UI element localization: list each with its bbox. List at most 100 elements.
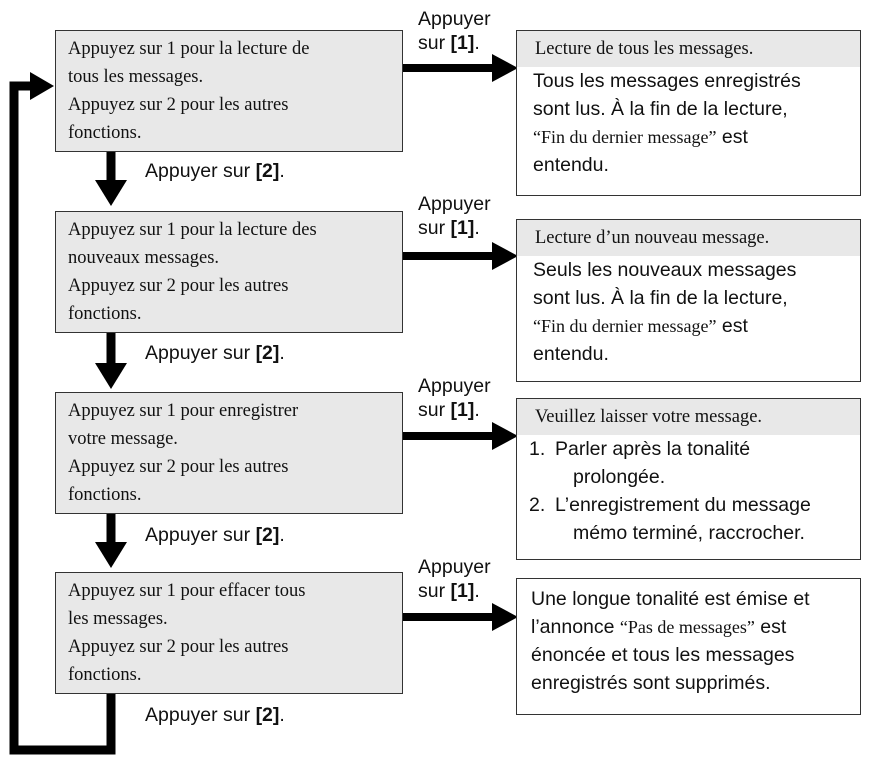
option-line: fonctions. (68, 304, 142, 324)
press-label-text: . (474, 399, 480, 421)
option-line: fonctions. (68, 665, 142, 685)
result-line: Tous les messages enregistrés (533, 70, 801, 92)
result-body: 1. Parler après la tonalité prolongée. 2… (517, 435, 860, 547)
result-quote: “Pas de messages” (619, 617, 755, 637)
option-line: Appuyez sur 2 pour les autres (68, 276, 289, 296)
press-label-text: Appuyer sur (145, 160, 256, 182)
list-item-line: mémo terminé, raccrocher. (573, 522, 805, 544)
press-label-key: [1] (450, 217, 475, 239)
press-label-word: Appuyer (418, 8, 491, 30)
result-line: sont lus. À la fin de la lecture, (533, 98, 788, 120)
press-label-text: . (279, 160, 285, 182)
option-line: votre message. (68, 429, 178, 449)
result-line: entendu. (533, 343, 609, 365)
press-label-text: sur (418, 580, 451, 602)
press-label-text: Appuyer sur (145, 704, 256, 726)
press-2-label: Appuyer sur [2]. (145, 524, 285, 547)
result-body: Une longue tonalité est émise et l’annon… (517, 579, 860, 697)
result-text: est (754, 616, 787, 638)
option-line: Appuyez sur 2 pour les autres (68, 95, 289, 115)
right-arrow-1 (403, 54, 518, 82)
option-box-record-message: Appuyez sur 1 pour enregistrer votre mes… (55, 392, 403, 514)
press-label-text: Appuyer sur (145, 524, 256, 546)
right-arrow-3 (403, 422, 518, 450)
press-label-text: sur (418, 217, 451, 239)
press-label-key: [1] (450, 32, 475, 54)
option-line: Appuyez sur 1 pour la lecture de (68, 39, 310, 59)
result-body: Tous les messages enregistrés sont lus. … (517, 67, 860, 179)
option-box-erase-messages: Appuyez sur 1 pour effacer tous les mess… (55, 572, 403, 694)
option-line: Appuyez sur 2 pour les autres (68, 637, 289, 657)
result-line: enregistrés sont supprimés. (531, 672, 771, 694)
press-1-label: Appuyer sur [1]. (418, 374, 491, 422)
result-box-play-new: Lecture d’un nouveau message. Seuls les … (516, 219, 861, 382)
result-line: sont lus. À la fin de la lecture, (533, 287, 788, 309)
down-arrow-1 (95, 152, 127, 206)
result-box-record: Veuillez laisser votre message. 1. Parle… (516, 398, 861, 560)
option-line: Appuyez sur 2 pour les autres (68, 457, 289, 477)
result-box-play-all: Lecture de tous les messages. Tous les m… (516, 30, 861, 196)
press-label-text: Appuyer sur (145, 342, 256, 364)
option-line: Appuyez sur 1 pour enregistrer (68, 401, 299, 421)
list-item-number: 2. (529, 494, 546, 516)
list-item-number: 1. (529, 438, 546, 460)
press-2-label: Appuyer sur [2]. (145, 160, 285, 183)
list-item-line: prolongée. (573, 466, 666, 488)
option-line: Appuyez sur 1 pour effacer tous (68, 581, 306, 601)
press-label-word: Appuyer (418, 193, 491, 215)
result-line: Une longue tonalité est émise et (531, 588, 810, 610)
loop-back-arrow (9, 72, 116, 755)
press-2-label: Appuyer sur [2]. (145, 704, 285, 727)
down-arrow-3 (95, 514, 127, 568)
result-header: Lecture d’un nouveau message. (517, 220, 860, 256)
list-item-line: Parler après la tonalité (555, 438, 751, 460)
option-line: nouveaux messages. (68, 248, 220, 268)
result-line: énoncée et tous les messages (531, 644, 795, 666)
option-line: tous les messages. (68, 67, 204, 87)
option-box-all-messages: Appuyez sur 1 pour la lecture de tous le… (55, 30, 403, 152)
press-label-text: . (474, 32, 480, 54)
result-quote: “Fin du dernier message” (533, 127, 717, 147)
press-label-text: sur (418, 32, 451, 54)
option-line: fonctions. (68, 123, 142, 143)
press-label-text: . (279, 342, 285, 364)
press-label-key: [2] (255, 160, 280, 182)
press-1-label: Appuyer sur [1]. (418, 7, 491, 55)
list-item-line: L’enregistrement du message (555, 494, 811, 516)
result-quote: “Fin du dernier message” (533, 316, 717, 336)
result-line: entendu. (533, 154, 609, 176)
result-header: Lecture de tous les messages. (517, 31, 860, 67)
result-line: l’annonce “Pas de messages” est (531, 613, 850, 641)
result-line: Seuls les nouveaux messages (533, 259, 797, 281)
press-label-key: [2] (255, 704, 280, 726)
press-label-text: . (279, 704, 285, 726)
press-label-key: [2] (255, 342, 280, 364)
press-label-key: [2] (255, 524, 280, 546)
press-1-label: Appuyer sur [1]. (418, 192, 491, 240)
result-text: est (716, 126, 748, 148)
press-label-word: Appuyer (418, 375, 491, 397)
right-arrow-4 (403, 603, 518, 631)
list-item: 2. L’enregistrement du message mémo term… (529, 491, 850, 547)
press-label-text: . (279, 524, 285, 546)
list-item: 1. Parler après la tonalité prolongée. (529, 435, 850, 491)
press-label-word: Appuyer (418, 556, 491, 578)
press-label-key: [1] (450, 399, 475, 421)
result-text: l’annonce (531, 616, 620, 638)
press-label-text: . (474, 580, 480, 602)
down-arrow-2 (95, 333, 127, 389)
right-arrow-2 (403, 242, 518, 270)
option-line: Appuyez sur 1 pour la lecture des (68, 220, 317, 240)
press-2-label: Appuyer sur [2]. (145, 342, 285, 365)
result-body: Seuls les nouveaux messages sont lus. À … (517, 256, 860, 368)
result-line: “Fin du dernier message” est (533, 312, 850, 340)
result-line: “Fin du dernier message” est (533, 123, 850, 151)
result-header: Veuillez laisser votre message. (517, 399, 860, 435)
result-box-erase: Une longue tonalité est émise et l’annon… (516, 578, 861, 715)
option-line: les messages. (68, 609, 168, 629)
option-box-new-messages: Appuyez sur 1 pour la lecture des nouvea… (55, 211, 403, 333)
press-label-text: sur (418, 399, 451, 421)
press-label-key: [1] (450, 580, 475, 602)
